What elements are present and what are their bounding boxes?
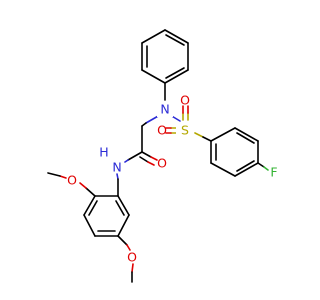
fluorophenyl-ring <box>210 127 259 177</box>
phenyl-ring <box>141 29 189 84</box>
s-sulfonyl-bg <box>176 122 192 138</box>
dimethoxyphenyl-ring <box>83 195 130 237</box>
n-sulfonamide-bg <box>157 101 173 117</box>
s-sulfonyl-label: S <box>181 123 189 138</box>
atom-labels: N S O O O N H O O F <box>67 93 278 265</box>
amide-bonds <box>116 151 143 197</box>
methoxy-bottom <box>117 235 134 283</box>
o-sulfonyl-left-label: O <box>180 93 190 108</box>
h-amide-label: H <box>99 145 108 160</box>
o-methoxy-top-label: O <box>67 173 77 188</box>
fluoro-bond <box>257 162 269 171</box>
f-fluoro-label: F <box>270 165 277 180</box>
sulfonyl-bonds <box>165 105 212 142</box>
o-sulfonyl-right-label: O <box>157 123 167 138</box>
methoxy-top <box>47 172 96 197</box>
o-carbonyl-label: O <box>157 156 167 171</box>
carbonyl-bonds <box>139 151 158 166</box>
molecule-structure: N S O O O N H O O F <box>47 29 278 283</box>
n-sulfonamide-label: N <box>160 102 169 117</box>
n-amide-label: N <box>112 160 121 175</box>
o-methoxy-bottom-label: O <box>127 250 137 265</box>
